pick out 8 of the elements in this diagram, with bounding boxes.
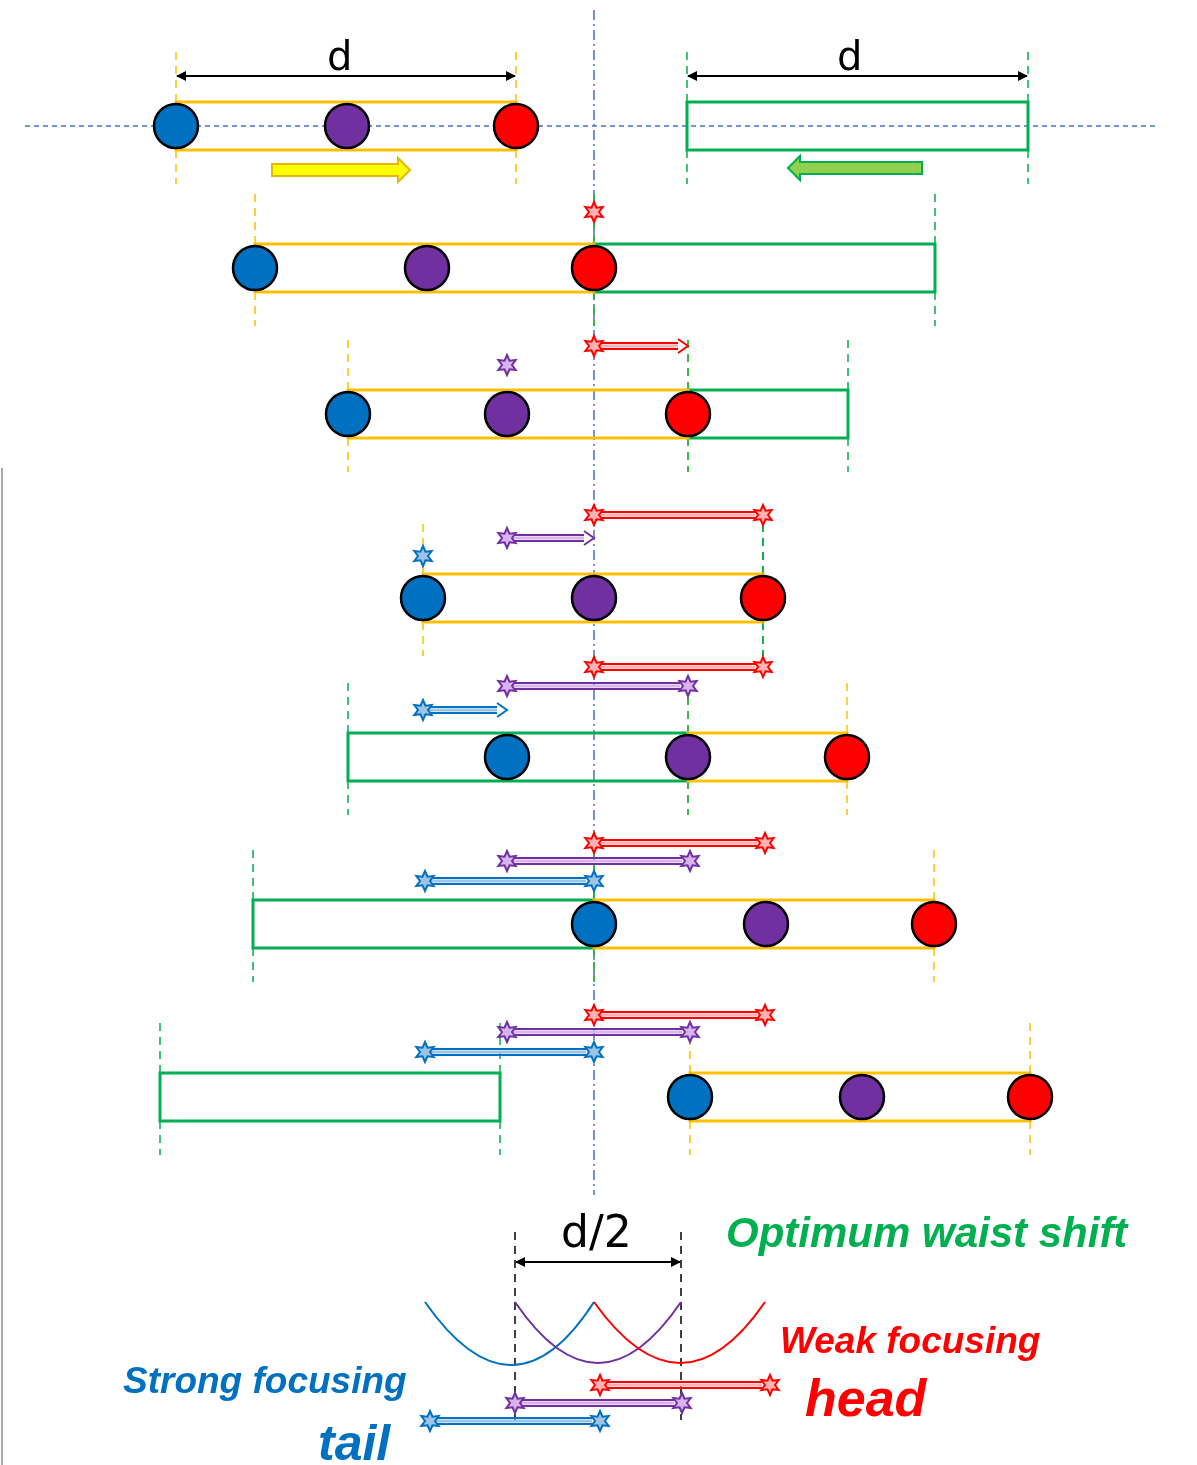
annotation-text: head (805, 1372, 927, 1424)
dimension-label: d/2 (561, 1210, 632, 1254)
dimension-label: d (327, 36, 353, 76)
annotation-text: Optimum waist shift (726, 1212, 1128, 1254)
annotation-text: Weak focusing (780, 1322, 1041, 1359)
annotation-text: tail (318, 1418, 391, 1465)
dimension-label: d (837, 36, 863, 76)
annotation-text: Strong focusing (123, 1362, 407, 1399)
